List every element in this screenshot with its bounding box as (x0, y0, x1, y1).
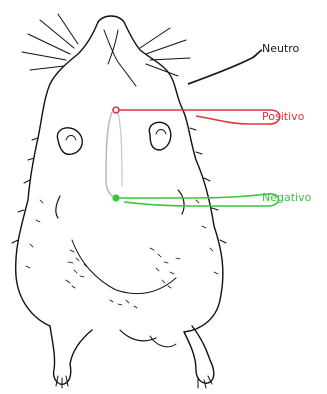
neutral-label: Neutro (262, 42, 300, 55)
guinea-pig-illustration (12, 14, 226, 388)
negative-label: Negativo (262, 191, 312, 204)
positive-label: Positivo (262, 110, 305, 123)
negative-lead-line (118, 194, 279, 206)
positive-electrode-marker (113, 107, 119, 113)
neutral-lead-line (188, 50, 262, 84)
electrode-link-line (106, 112, 116, 198)
negative-electrode-marker (113, 195, 119, 201)
positive-lead-line (118, 110, 280, 124)
